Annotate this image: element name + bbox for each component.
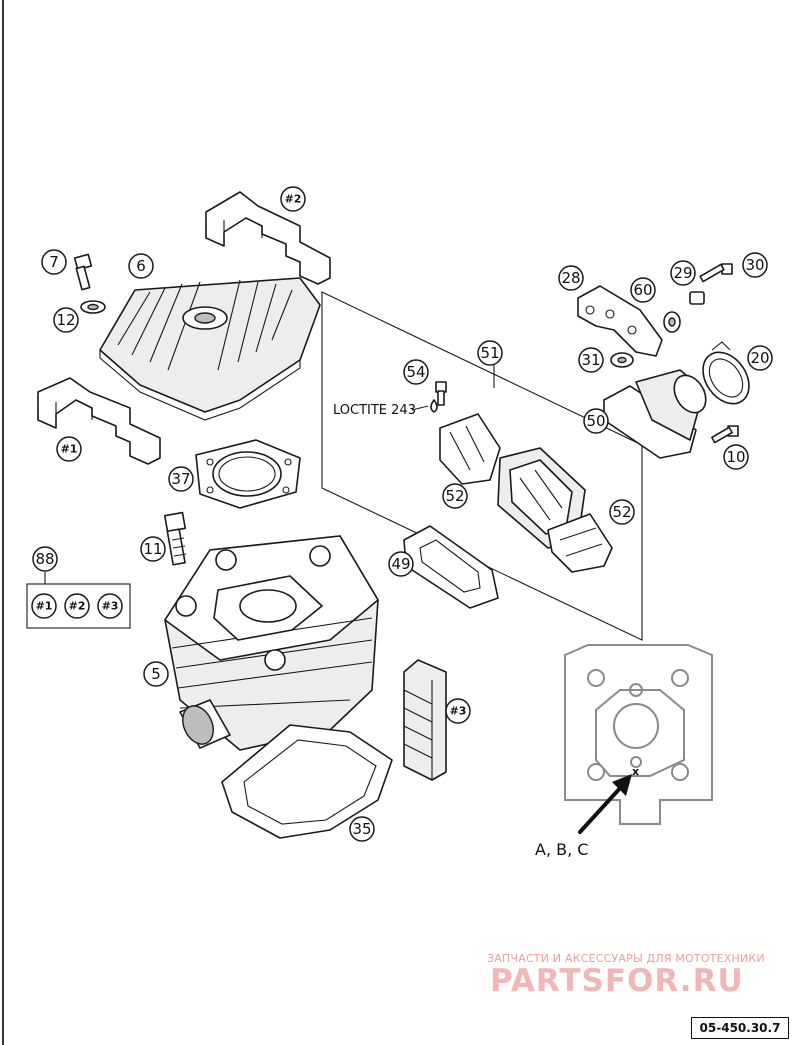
callout-11: 11 — [140, 536, 166, 562]
callout-52-left: 52 — [442, 483, 468, 509]
callout-30: 30 — [742, 252, 768, 278]
svg-text:10: 10 — [726, 448, 745, 466]
svg-text:49: 49 — [391, 555, 410, 573]
marking-label: A, B, C — [535, 840, 588, 859]
marking-x: x — [632, 765, 639, 778]
svg-text:7: 7 — [49, 253, 59, 271]
fin-strip-3 — [403, 659, 447, 781]
svg-text:11: 11 — [143, 540, 162, 558]
svg-text:52: 52 — [612, 503, 631, 521]
washer-12 — [80, 300, 106, 314]
svg-text:#3: #3 — [102, 600, 119, 613]
svg-text:60: 60 — [633, 281, 652, 299]
callout-hash-1: #1 — [56, 436, 82, 462]
gasket-49 — [403, 525, 499, 609]
kit-item-3: #3 — [97, 593, 123, 619]
svg-text:#1: #1 — [36, 600, 53, 613]
callout-29: 29 — [670, 260, 696, 286]
callout-49: 49 — [388, 551, 414, 577]
loctite-leader — [411, 405, 429, 411]
intake-flange-50 — [603, 369, 707, 459]
svg-text:5: 5 — [151, 665, 161, 683]
svg-text:29: 29 — [673, 264, 692, 282]
watermark-tagline: ЗАПЧАСТИ И АКСЕССУАРЫ ДЛЯ МОТОТЕХНИКИ — [487, 952, 765, 965]
callout-6: 6 — [128, 253, 154, 279]
svg-text:#3: #3 — [450, 705, 467, 718]
svg-text:6: 6 — [136, 257, 146, 275]
screw-54 — [430, 381, 447, 413]
callout-50: 50 — [583, 408, 609, 434]
callout-7: 7 — [41, 249, 67, 275]
svg-text:12: 12 — [56, 311, 75, 329]
kit-item-2: #2 — [64, 593, 90, 619]
callout-60: 60 — [630, 277, 656, 303]
callout-28: 28 — [558, 265, 584, 291]
svg-text:#1: #1 — [61, 443, 78, 456]
watermark-logo: PARTSFOR.RU — [490, 963, 744, 999]
reed-petal-52-right — [547, 513, 613, 573]
svg-text:28: 28 — [561, 269, 580, 287]
spacer-60 — [663, 311, 681, 333]
callout-54: 54 — [403, 359, 429, 385]
callout-5: 5 — [143, 661, 169, 687]
bracket-28 — [577, 285, 663, 357]
reed-valve-group-frame — [321, 291, 643, 641]
cooling-fin-bracket-2 — [205, 191, 331, 285]
cooling-fin-bracket-1 — [37, 377, 161, 465]
screw-10 — [711, 425, 739, 444]
screw-30 — [699, 263, 733, 283]
svg-text:51: 51 — [480, 344, 499, 362]
base-gasket-35 — [221, 724, 393, 839]
hose-clamp-20 — [702, 341, 750, 405]
left-border-rule — [2, 0, 4, 1045]
callout-35: 35 — [349, 816, 375, 842]
callout-hash-2: #2 — [280, 186, 306, 212]
callout-10: 10 — [723, 444, 749, 470]
svg-text:31: 31 — [581, 351, 600, 369]
head-gasket-37 — [195, 439, 301, 509]
cylinder-head — [99, 277, 321, 421]
marking-arrow — [578, 774, 632, 834]
svg-text:#2: #2 — [69, 600, 86, 613]
callout-hash-3: #3 — [445, 698, 471, 724]
loctite-label: LOCTITE 243 — [333, 403, 416, 418]
parts-kit-box — [26, 583, 131, 629]
svg-text:50: 50 — [586, 412, 605, 430]
svg-text:52: 52 — [445, 487, 464, 505]
svg-text:20: 20 — [750, 349, 769, 367]
diagram-code: 05-450.30.7 — [691, 1017, 789, 1039]
kit-item-1: #1 — [31, 593, 57, 619]
callout-12: 12 — [53, 307, 79, 333]
cylinder-marking-view — [564, 644, 713, 825]
washer-31 — [610, 352, 634, 368]
callout-88: 88 — [32, 546, 58, 572]
svg-text:#2: #2 — [285, 193, 302, 206]
svg-text:54: 54 — [406, 363, 425, 381]
svg-text:35: 35 — [352, 820, 371, 838]
callout-37: 37 — [168, 466, 194, 492]
callout-31: 31 — [578, 347, 604, 373]
svg-text:30: 30 — [745, 256, 764, 274]
callout-52-right: 52 — [609, 499, 635, 525]
cylinder-5 — [164, 535, 379, 751]
reed-petal-52-left — [439, 413, 501, 485]
callout-20: 20 — [747, 345, 773, 371]
svg-text:37: 37 — [171, 470, 190, 488]
svg-text:88: 88 — [35, 550, 54, 568]
bushing-29 — [689, 291, 705, 305]
bolt-11 — [163, 511, 187, 566]
screw-7 — [73, 253, 93, 291]
callout-51: 51 — [477, 340, 503, 366]
